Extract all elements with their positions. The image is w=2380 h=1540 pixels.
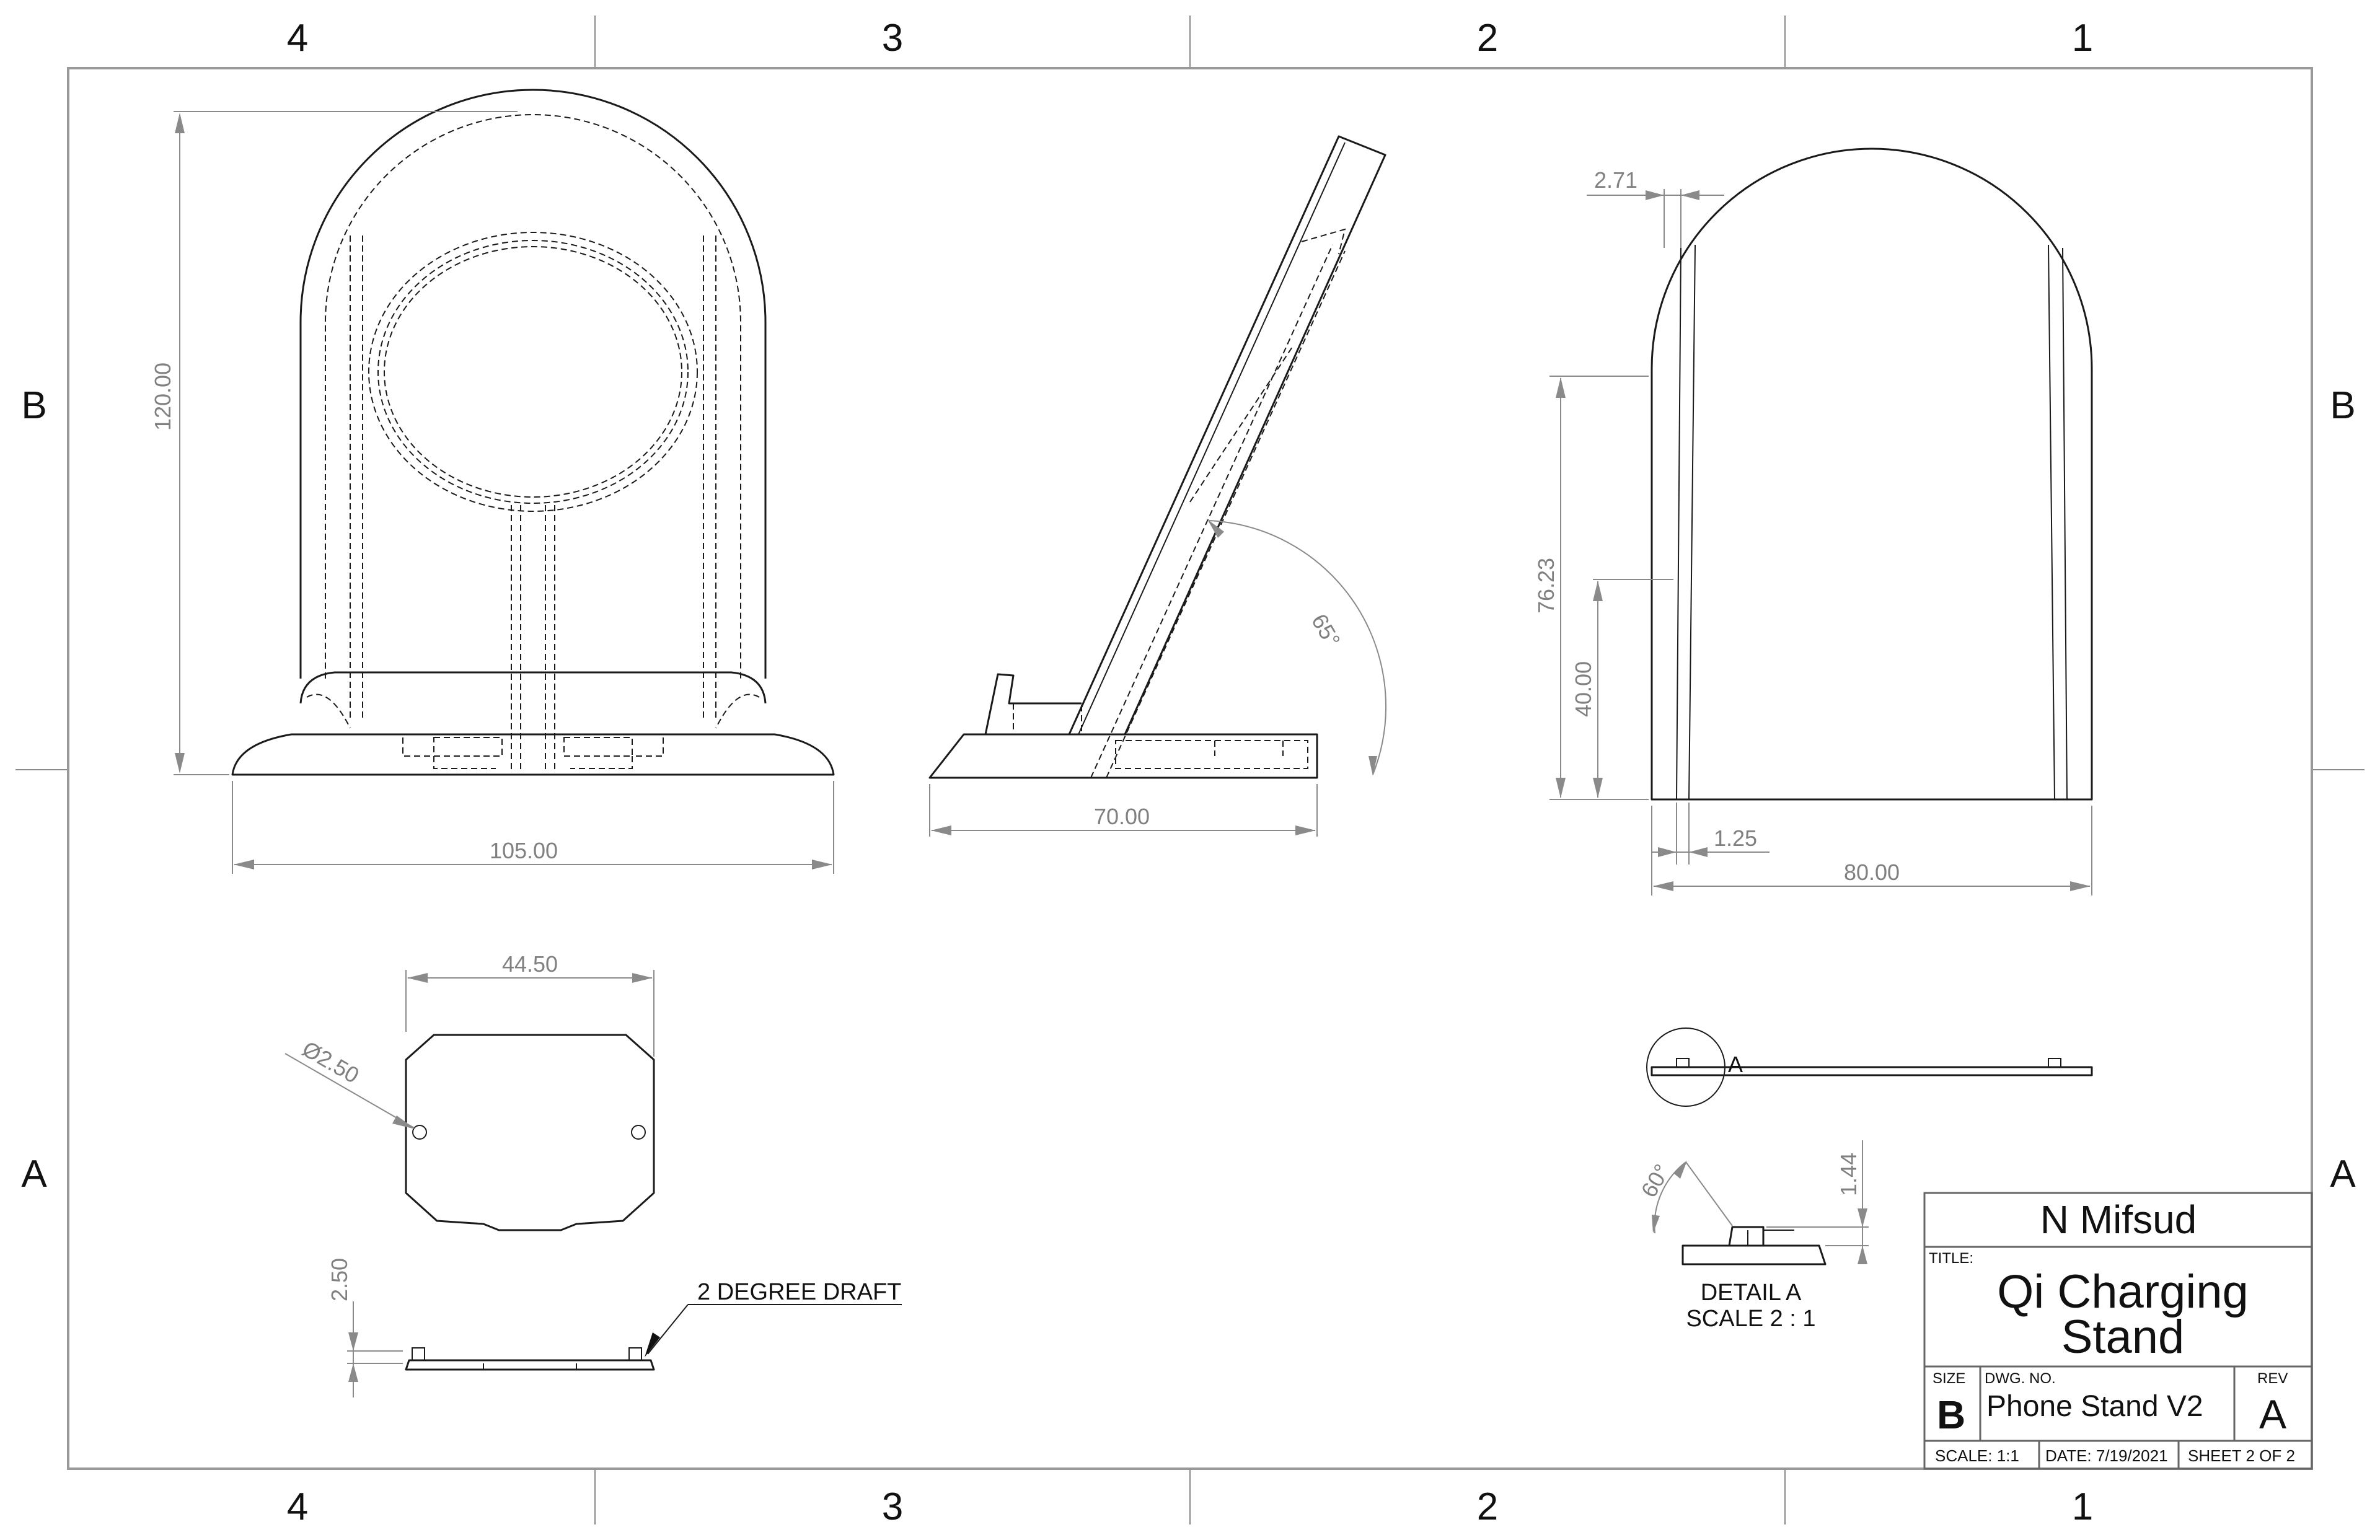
- size-label: SIZE: [1933, 1370, 1965, 1387]
- plate-top-view: 44.50 Ø2.50: [284, 951, 655, 1231]
- drawing-title-line2: Stand: [2061, 1311, 2185, 1363]
- zone-col-2-top: 2: [1477, 17, 1498, 59]
- rev-value: A: [2259, 1391, 2286, 1437]
- author-name: N Mifsud: [2040, 1197, 2197, 1242]
- dwg-no-value: Phone Stand V2: [1986, 1390, 2203, 1423]
- front-width-dim: 105.00: [490, 838, 558, 863]
- sheet-value: SHEET 2 OF 2: [2188, 1446, 2295, 1465]
- detail-marker: A: [1728, 1052, 1743, 1077]
- draft-note: 2 DEGREE DRAFT: [697, 1279, 901, 1305]
- detail-angle-dim: 60°: [1636, 1159, 1675, 1202]
- detail-height-dim: 1.44: [1836, 1153, 1861, 1196]
- zone-col-2-bottom: 2: [1477, 1485, 1498, 1528]
- side-depth-dim: 70.00: [1094, 804, 1150, 829]
- scale-value: SCALE: 1:1: [1935, 1446, 2019, 1465]
- sheet-border: [15, 15, 2365, 1525]
- drawing-title-line1: Qi Charging: [1997, 1265, 2249, 1318]
- detail-a-view: 60° 1.44 DETAIL A SCALE 2 : 1: [1636, 1140, 1869, 1332]
- title-block: N Mifsud TITLE: Qi Charging Stand SIZE B…: [1923, 1192, 2313, 1470]
- rev-label: REV: [2257, 1370, 2288, 1387]
- zone-labels: 4 3 2 1 4 3 2 1 B A B A: [21, 17, 2356, 1528]
- zone-row-b-left: B: [21, 384, 46, 427]
- front-height-dim: 120.00: [150, 363, 175, 431]
- zone-row-a-right: A: [2330, 1153, 2356, 1195]
- back-rib-dim: 2.71: [1594, 167, 1637, 193]
- detail-title: DETAIL A: [1701, 1280, 1802, 1306]
- back-height-lower-dim: 40.00: [1571, 661, 1596, 717]
- dwg-no-label: DWG. NO.: [1985, 1370, 2056, 1387]
- title-label: TITLE:: [1929, 1250, 1973, 1267]
- front-view: 120.00 105.00: [150, 89, 835, 874]
- zone-row-a-left: A: [21, 1153, 47, 1195]
- date-value: DATE: 7/19/2021: [2045, 1446, 2168, 1465]
- zone-col-1-top: 1: [2072, 17, 2093, 59]
- zone-col-3-bottom: 3: [882, 1485, 903, 1528]
- back-gap-dim: 1.25: [1714, 825, 1757, 851]
- zone-col-4-bottom: 4: [287, 1485, 308, 1528]
- back-height-upper-dim: 76.23: [1533, 558, 1559, 614]
- side-view: 65° 70.00: [928, 135, 1387, 837]
- plate-thickness-dim: 2.50: [327, 1258, 352, 1301]
- zone-row-b-right: B: [2330, 384, 2355, 427]
- plate-side-view: 2.50 2 DEGREE DRAFT: [327, 1258, 902, 1397]
- back-width-dim: 80.00: [1844, 860, 1900, 885]
- zone-col-1-bottom: 1: [2072, 1485, 2093, 1528]
- zone-col-4-top: 4: [287, 17, 308, 59]
- base-strip-view: A: [1646, 1027, 2093, 1107]
- side-angle-dim: 65°: [1307, 610, 1346, 652]
- plate-width-dim: 44.50: [502, 951, 558, 977]
- size-value: B: [1937, 1393, 1965, 1437]
- zone-col-3-top: 3: [882, 17, 903, 59]
- back-view: 2.71 76.23 40.00 1.25 80.00: [1533, 147, 2093, 895]
- detail-scale: SCALE 2 : 1: [1686, 1306, 1815, 1332]
